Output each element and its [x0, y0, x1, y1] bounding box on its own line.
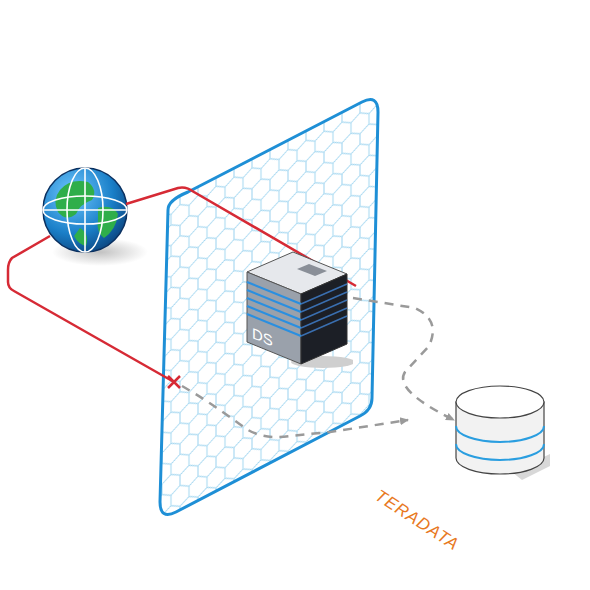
database-ring: [456, 444, 544, 460]
blocked-route: [182, 386, 408, 437]
server-vent: [297, 264, 327, 276]
server-stripe: [301, 316, 347, 336]
server-stripe: [301, 300, 347, 320]
database-ring: [456, 426, 544, 442]
server-side: [301, 274, 347, 364]
data-flow: [353, 298, 454, 420]
server-stripe: [301, 292, 347, 312]
database-node: TERADATA: [452, 382, 550, 482]
globe: [43, 168, 127, 252]
database-top: [456, 386, 544, 418]
server-stripe: [301, 308, 347, 328]
network-plane: [160, 100, 378, 515]
brand-label: TERADATA: [371, 486, 463, 555]
server-node: DS: [243, 250, 353, 368]
server-icon: [243, 250, 353, 368]
server-front: [247, 272, 301, 364]
server-stripe: [301, 284, 347, 304]
database-icon: [452, 382, 550, 482]
block-mark: [168, 376, 180, 388]
blocked-path: [8, 236, 174, 382]
access-path: [126, 188, 356, 287]
